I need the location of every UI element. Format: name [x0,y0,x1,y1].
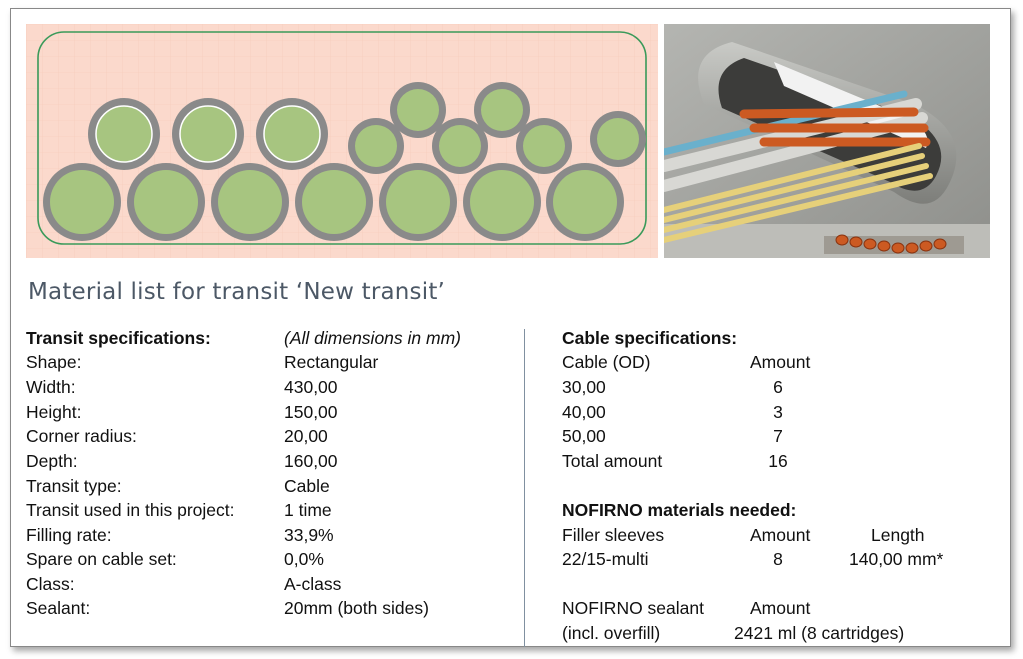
filler-sleeve-length: 140,00 mm* [849,549,944,569]
transit-spec-heading: Transit specifications: [26,328,211,348]
cable-od: 30,00 [562,377,606,397]
transit-3d-svg [664,24,990,258]
sealant-amount-header: Amount [750,598,811,618]
filler-amount-header: Amount [750,525,811,545]
filler-length-header: Length [871,525,925,545]
spec-value: 20mm (both sides) [284,598,429,618]
cable-total-label: Total amount [562,451,663,471]
spec-label: Spare on cable set: [26,549,177,569]
spec-value: A-class [284,574,342,594]
sealant-note: (incl. overfill) [562,623,661,643]
cable-od: 50,00 [562,426,606,446]
sealant-value: 2421 ml (8 cartridges) [734,623,905,643]
nofirno-heading: NOFIRNO materials needed: [562,500,797,520]
cable-amount: 7 [773,426,783,446]
filler-sleeves-header: Filler sleeves [562,525,665,545]
spec-value: 430,00 [284,377,338,397]
cable-amount-header: Amount [750,352,811,372]
spec-label: Transit type: [26,476,122,496]
spec-value: 33,9% [284,525,334,545]
column-divider [524,329,525,647]
cable-large-row [43,163,624,241]
cable-spec-heading: Cable specifications: [562,328,738,348]
spec-label: Transit used in this project: [26,500,235,520]
filler-sleeve-amount: 8 [773,549,783,569]
spec-label: Width: [26,377,76,397]
cable-amount: 3 [773,402,783,422]
cable-od-header: Cable (OD) [562,352,651,372]
spec-value: 20,00 [284,426,328,446]
spec-label: Sealant: [26,598,91,618]
dimensions-note: (All dimensions in mm) [284,328,461,348]
spec-label: Depth: [26,451,78,471]
transit-layout-svg [26,24,658,258]
spec-value: 1 time [284,500,332,520]
cable-total-value: 16 [768,451,788,471]
spec-value: Cable [284,476,330,496]
filler-sleeve-name: 22/15-multi [562,549,649,569]
transit-layout-diagram [26,24,658,258]
spec-label: Corner radius: [26,426,137,446]
spec-label: Shape: [26,352,82,372]
spec-value: 0,0% [284,549,324,569]
spec-value: Rectangular [284,352,379,372]
cable-medium-row [88,98,328,170]
transit-frame-outline [37,31,647,245]
cable-small-group [348,82,646,174]
spec-label: Height: [26,402,82,422]
spec-value: 150,00 [284,402,338,422]
filler-sleeves-pile [824,234,964,254]
page-title: Material list for transit ‘New transit’ [28,279,446,305]
spec-value: 160,00 [284,451,338,471]
cable-od: 40,00 [562,402,606,422]
sealant-label: NOFIRNO sealant [562,598,704,618]
spec-label: Class: [26,574,75,594]
spec-label: Filling rate: [26,525,112,545]
cable-amount: 6 [773,377,783,397]
cables-bundle [664,90,933,243]
transit-3d-illustration [664,24,990,258]
